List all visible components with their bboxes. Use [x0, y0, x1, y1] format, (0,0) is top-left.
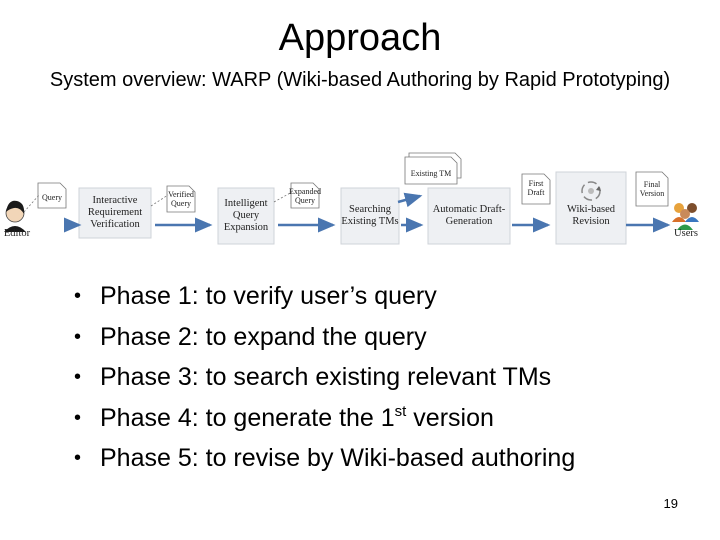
bullet-marker: • [74, 447, 82, 469]
phase-text: Phase 1: to verify user’s query [100, 282, 437, 310]
process-box-4 [427, 187, 511, 245]
box-label-4: Automatic Draft-Generation [432, 204, 506, 227]
phase-text: Phase 3: to search existing relevant TMs [100, 363, 552, 391]
phase-text: Phase 2: to expand the query [100, 322, 427, 351]
phase-item: • Phase 5: to revise by Wiki-based author… [74, 438, 694, 479]
bullet-marker: • [74, 406, 82, 429]
process-box-3 [340, 187, 400, 245]
existing-tm-label: Existing TM [410, 168, 452, 178]
diagram-graphics [4, 152, 699, 245]
process-box-5 [555, 171, 627, 245]
first-draft-label: First Draft [527, 179, 545, 197]
document-icon-existing-tm [404, 152, 462, 185]
slide-title: Approach [278, 17, 442, 59]
phase-item: • Phase 4: to generate the 1st version [74, 398, 694, 439]
document-icon-first-draft [521, 173, 551, 205]
phase-item: • Phase 3: to search existing relevant TM… [74, 357, 694, 398]
document-icon-verified-query [166, 185, 196, 213]
document-icon-expanded-query [290, 182, 320, 209]
wiki-cycle-icon [581, 181, 601, 201]
phase-text-suffix: version [406, 403, 494, 432]
process-box-2 [217, 187, 275, 245]
bullet-marker: • [74, 285, 82, 307]
box-label-3: Searching Existing TMs [341, 204, 399, 227]
ordinal-suffix: st [394, 402, 407, 420]
editor-label: Editor [3, 228, 31, 239]
document-icon-final-version [635, 171, 669, 207]
document-icon-query [37, 182, 67, 209]
verified-query-label: Verified Query [168, 190, 194, 208]
warp-system-diagram: Editor Query Interactive Requirement Ver… [0, 150, 720, 250]
phase-item: • Phase 2: to expand the query [74, 317, 694, 358]
box-label-5: Wiki-based Revision [567, 204, 615, 227]
box-label-2: Intelligent Query Expansion [223, 198, 269, 233]
slide-subtitle: System overview: WARP (Wiki-based Author… [49, 69, 671, 91]
phase-item: • Phase 1: to verify user’s query [74, 276, 694, 317]
box-label-1: Interactive Requirement Verification [87, 195, 143, 230]
bullet-marker: • [74, 366, 82, 388]
page-number: 19 [663, 496, 678, 511]
users-label: Users [674, 228, 698, 239]
phase-text: Phase 4: to generate the 1 [100, 403, 395, 432]
phase-list: • Phase 1: to verify user’s query • Phase … [74, 276, 694, 479]
phase-text: Phase 5: to revise by Wiki-based authori… [100, 444, 576, 472]
users-icon [672, 203, 699, 230]
query-doc-label: Query [42, 192, 62, 202]
expanded-query-label: Expanded Query [289, 187, 321, 205]
final-version-label: Final Version [639, 180, 665, 198]
bullet-marker: • [74, 325, 82, 348]
editor-icon [4, 200, 26, 232]
process-box-1 [78, 187, 152, 239]
